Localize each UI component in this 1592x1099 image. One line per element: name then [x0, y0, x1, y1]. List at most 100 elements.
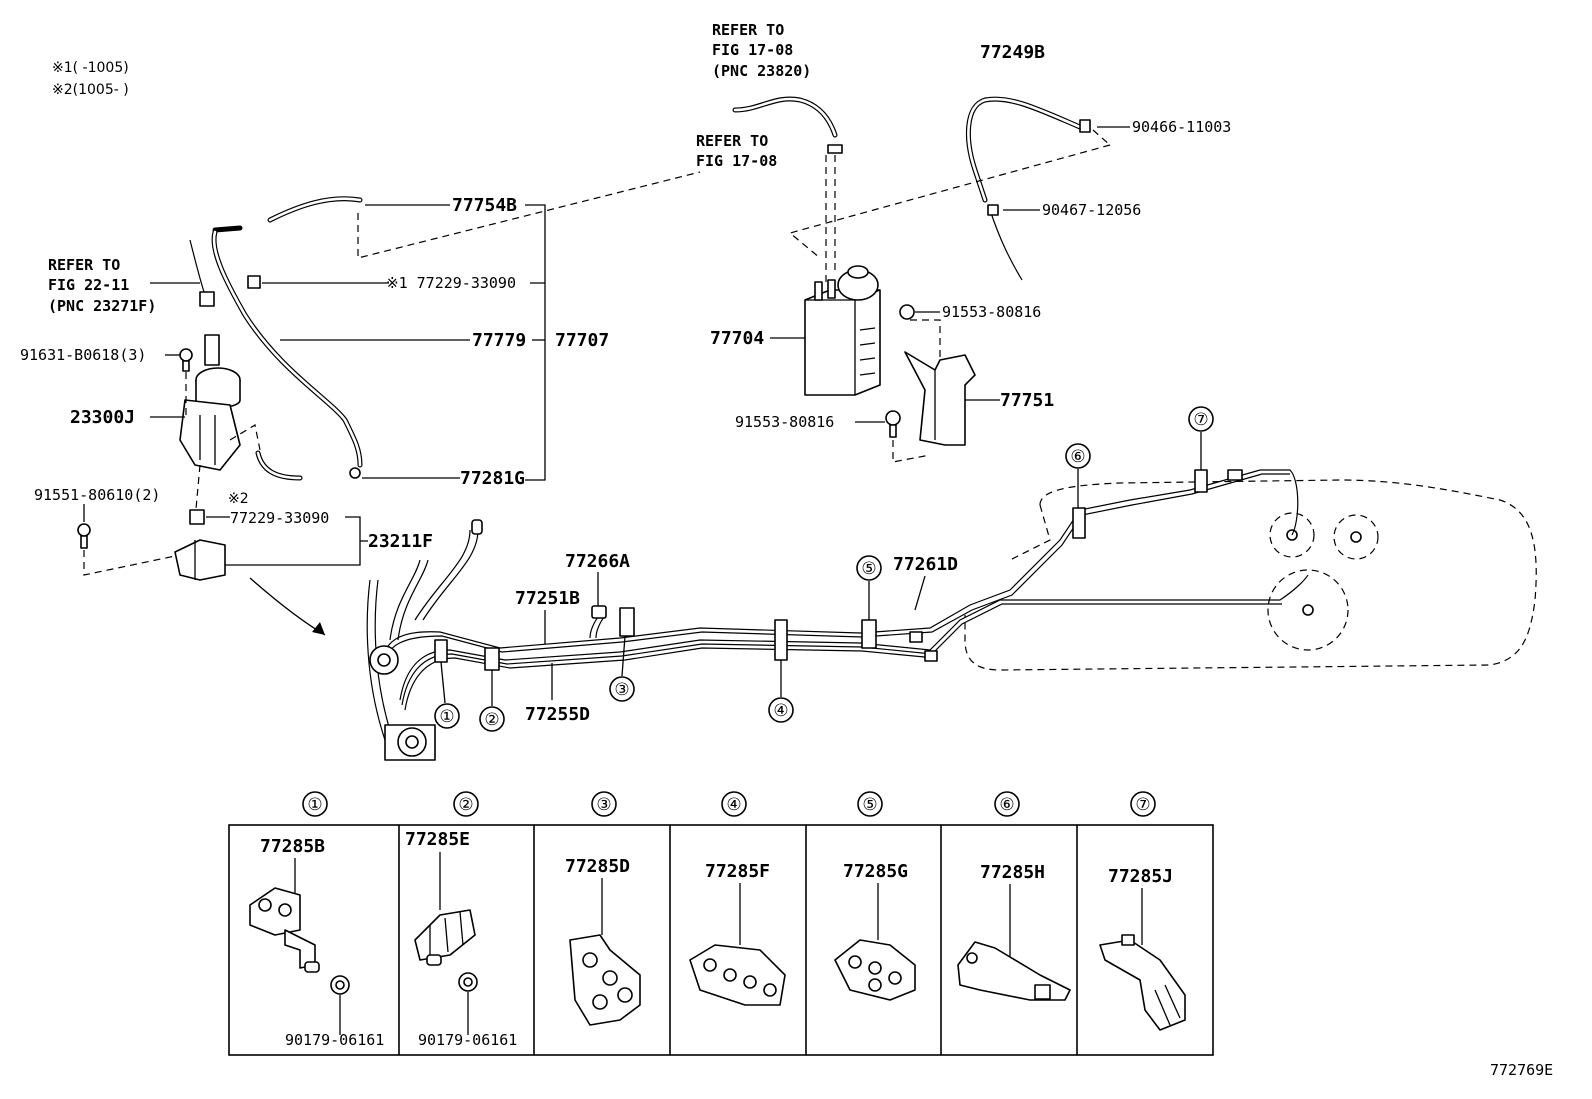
svg-text:④: ④ [773, 701, 788, 721]
bolt-91551[interactable] [77, 523, 91, 549]
label-77754B[interactable]: 77754B [452, 195, 517, 216]
svg-text:⑤: ⑤ [862, 795, 877, 815]
label-91553-80816-upper[interactable]: 91553-80816 [942, 303, 1041, 321]
table-part-77285H[interactable]: 77285H [980, 862, 1045, 883]
bolt-91631[interactable] [179, 348, 193, 372]
callout-1[interactable]: ① [434, 703, 460, 729]
table-callout-1: ① [302, 791, 328, 817]
fuel-tank [964, 479, 1537, 671]
ref-a-line2[interactable]: FIG 17-08 [712, 41, 793, 59]
callout-6[interactable]: ⑥ [1065, 443, 1091, 469]
table-part-77285B[interactable]: 77285B [260, 836, 325, 857]
clamp-77285B-drawing[interactable] [249, 887, 320, 973]
label-77229-33090-upper[interactable]: ※1 77229-33090 [386, 274, 516, 292]
table-callout-6: ⑥ [994, 791, 1020, 817]
label-77261D[interactable]: 77261D [893, 554, 958, 575]
label-77229-33090-lower[interactable]: 77229-33090 [230, 509, 329, 527]
label-90466-11003[interactable]: 90466-11003 [1132, 118, 1231, 136]
clamp-table [228, 824, 1214, 1056]
callout-3[interactable]: ③ [609, 676, 635, 702]
callout-5[interactable]: ⑤ [856, 555, 882, 581]
clamp-77281G[interactable] [349, 467, 361, 479]
table-callout-4: ④ [721, 791, 747, 817]
ref-c-line1[interactable]: REFER TO [48, 256, 120, 274]
svg-text:⑦: ⑦ [1193, 410, 1208, 430]
charcoal-canister[interactable] [804, 265, 881, 396]
clip-77229-lower[interactable] [189, 509, 205, 525]
fuel-lines[interactable] [366, 469, 1309, 741]
table-callout-5: ⑤ [857, 791, 883, 817]
svg-text:⑤: ⑤ [861, 559, 876, 579]
table-sub-90179-a[interactable]: 90179-06161 [285, 1031, 384, 1049]
label-23300J[interactable]: 23300J [70, 407, 135, 428]
connector-22-11[interactable] [199, 291, 215, 307]
nut-90179-a[interactable] [330, 975, 350, 995]
clamp-marker-5[interactable] [861, 619, 877, 649]
clamp-77285F-drawing[interactable] [689, 944, 786, 1006]
bracket-77751[interactable] [904, 351, 976, 446]
ref-a-line3[interactable]: (PNC 23820) [712, 62, 811, 80]
hose-77779[interactable] [189, 225, 363, 468]
label-77266A[interactable]: 77266A [565, 551, 630, 572]
table-callout-2: ② [453, 791, 479, 817]
svg-text:④: ④ [726, 795, 741, 815]
clamp-77285D-drawing[interactable] [569, 934, 641, 1026]
table-part-77285J[interactable]: 77285J [1108, 866, 1173, 887]
table-callout-7: ⑦ [1130, 791, 1156, 817]
table-part-77285F[interactable]: 77285F [705, 861, 770, 882]
clip-77229-upper[interactable] [247, 275, 261, 289]
clamp-marker-3[interactable] [619, 607, 635, 637]
label-91551-80610[interactable]: 91551-80610(2) [34, 486, 160, 504]
svg-text:⑥: ⑥ [1070, 447, 1085, 467]
label-91631-B0618[interactable]: 91631-B0618(3) [20, 346, 146, 364]
svg-text:①: ① [307, 795, 322, 815]
figure-id: 772769E [1490, 1061, 1553, 1079]
label-23211F[interactable]: 23211F [368, 531, 433, 552]
table-sub-90179-b[interactable]: 90179-06161 [418, 1031, 517, 1049]
label-77707[interactable]: 77707 [555, 330, 609, 351]
fuel-pump-23300J[interactable] [179, 334, 241, 471]
clamp-77285G-drawing[interactable] [834, 939, 916, 1001]
ref-c-line2[interactable]: FIG 22-11 [48, 276, 129, 294]
clamp-77285H-drawing[interactable] [957, 941, 1071, 1001]
ref-b-line1[interactable]: REFER TO [696, 132, 768, 150]
label-77779[interactable]: 77779 [472, 330, 526, 351]
callout-2[interactable]: ② [479, 706, 505, 732]
table-part-77285G[interactable]: 77285G [843, 861, 908, 882]
clamp-marker-4[interactable] [774, 619, 788, 661]
bracket-23211F[interactable] [174, 539, 226, 581]
table-part-77285E[interactable]: 77285E [405, 829, 470, 850]
hose-77249B[interactable] [965, 96, 1091, 281]
vent-hose-top[interactable] [732, 96, 843, 154]
svg-text:③: ③ [596, 795, 611, 815]
callout-4[interactable]: ④ [768, 697, 794, 723]
bolt-91553-lower[interactable] [885, 410, 901, 438]
label-91553-80816-lower[interactable]: 91553-80816 [735, 413, 834, 431]
label-90467-12056[interactable]: 90467-12056 [1042, 201, 1141, 219]
hose-77754B[interactable] [267, 196, 363, 223]
clamp-marker-7[interactable] [1194, 469, 1208, 493]
clamp-marker-6[interactable] [1072, 507, 1086, 539]
clamp-77285E-drawing[interactable] [414, 909, 476, 966]
svg-text:③: ③ [614, 680, 629, 700]
ref-c-line3[interactable]: (PNC 23271F) [48, 297, 156, 315]
label-77251B[interactable]: 77251B [515, 588, 580, 609]
label-77704[interactable]: 77704 [710, 328, 764, 349]
label-77751[interactable]: 77751 [1000, 390, 1054, 411]
table-part-77285D[interactable]: 77285D [565, 856, 630, 877]
small-hose[interactable] [255, 450, 303, 481]
ref-a-line1[interactable]: REFER TO [712, 21, 784, 39]
svg-text:②: ② [458, 795, 473, 815]
bolt-91553-upper[interactable] [899, 304, 915, 320]
note-1: ※1( -1005) [52, 60, 129, 76]
clamp-77285J-drawing[interactable] [1099, 934, 1186, 1031]
nut-90179-b[interactable] [458, 972, 478, 992]
ref-b-line2[interactable]: FIG 17-08 [696, 152, 777, 170]
label-77281G[interactable]: 77281G [460, 468, 525, 489]
label-77249B[interactable]: 77249B [980, 42, 1045, 63]
clamp-marker-1[interactable] [434, 639, 448, 663]
label-77255D[interactable]: 77255D [525, 704, 590, 725]
clamp-marker-2[interactable] [484, 647, 500, 671]
callout-7[interactable]: ⑦ [1188, 406, 1214, 432]
